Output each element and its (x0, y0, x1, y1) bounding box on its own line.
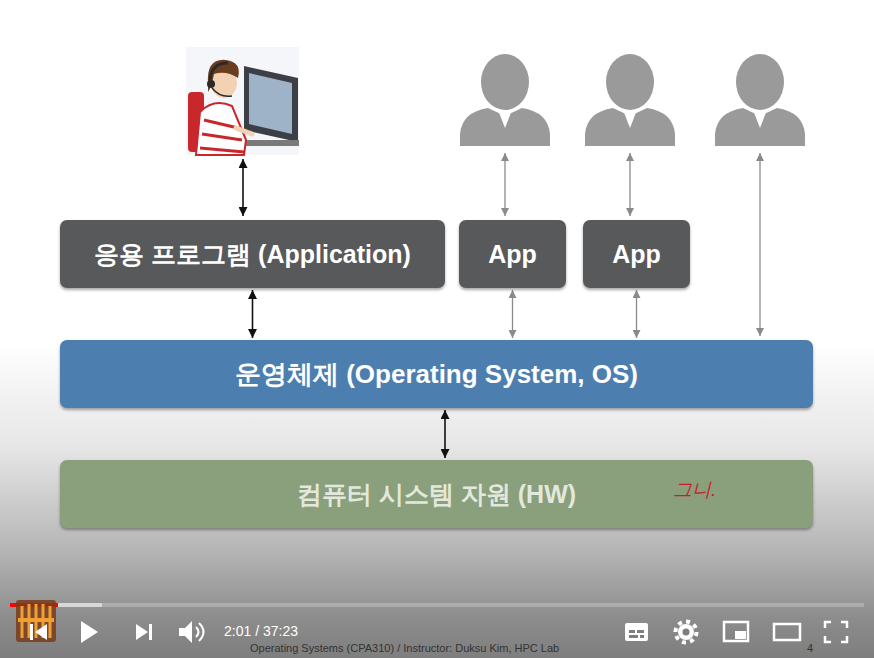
user-icon (753, 110, 767, 128)
user-illustration (200, 120, 244, 152)
box-label: 운영체제 (Operating System, OS) (235, 357, 638, 392)
player-icon (629, 635, 638, 638)
user-illustration (207, 80, 215, 88)
player-icon (625, 623, 648, 641)
connector-arrow (636, 290, 637, 338)
user-icon (585, 54, 675, 146)
user-illustration (249, 73, 292, 134)
progress-bar (10, 603, 864, 607)
connector-arrow (444, 410, 446, 458)
user-illustration (186, 47, 299, 155)
user-icon (736, 54, 784, 110)
box-label: 컴퓨터 시스템 자원 (HW) (297, 478, 576, 511)
player-icon (724, 622, 748, 641)
player-icon (196, 627, 199, 637)
connector-arrow (252, 290, 254, 338)
user-icon (585, 108, 675, 146)
application-box: 응용 프로그램 (Application) (60, 220, 445, 288)
player-icon (637, 630, 644, 633)
connector-arrow (512, 290, 513, 338)
app-box: App (583, 220, 690, 288)
box-label: App (488, 240, 537, 269)
player-icon (640, 635, 644, 638)
user-icon (606, 54, 654, 110)
player-icon (825, 622, 847, 642)
box-label: 응용 프로그램 (Application) (94, 238, 411, 271)
video-time: 2:01 / 37:23 (224, 623, 298, 639)
university-logo (16, 600, 56, 642)
slide-footer: Operating Systems (CPA310) / Instructor:… (250, 642, 559, 654)
university-logo (18, 618, 54, 622)
player-icon (199, 623, 204, 641)
user-icon (623, 110, 637, 128)
player-icon (683, 629, 690, 636)
box-label: App (612, 240, 661, 269)
player-icon (676, 622, 697, 643)
player-icon (149, 624, 152, 640)
player-icon (30, 624, 33, 640)
user-icon (460, 108, 550, 146)
player-icon (735, 631, 746, 639)
university-logo (16, 600, 56, 642)
user-illustration (210, 63, 228, 80)
user-illustration (244, 66, 298, 142)
app-box: App (459, 220, 566, 288)
player-icon (774, 624, 800, 640)
user-icon (715, 54, 805, 146)
user-icon (715, 108, 805, 146)
user-illustration (208, 60, 239, 92)
user-illustration (240, 140, 299, 146)
player-icon (629, 630, 635, 633)
os-band: 운영체제 (Operating System, OS) (60, 340, 813, 408)
player-icon (81, 621, 98, 643)
player-icon (179, 621, 192, 643)
user-arrow (242, 159, 244, 216)
user-arrow (629, 153, 630, 216)
player-icon (678, 624, 694, 640)
user-arrow (504, 153, 505, 216)
progress-bar (10, 603, 864, 607)
player-icon (35, 624, 47, 640)
user-arrow (759, 153, 760, 336)
user-icon (498, 110, 512, 128)
page-number: 4 (807, 642, 813, 654)
user-icon (481, 54, 529, 110)
player-icon (136, 624, 148, 640)
handwritten-note: 그니. (673, 477, 716, 503)
user-illustration (212, 88, 232, 96)
user-illustration (236, 128, 252, 134)
user-icon (460, 54, 550, 146)
player-icon (30, 621, 847, 643)
user-illustration (186, 47, 299, 155)
